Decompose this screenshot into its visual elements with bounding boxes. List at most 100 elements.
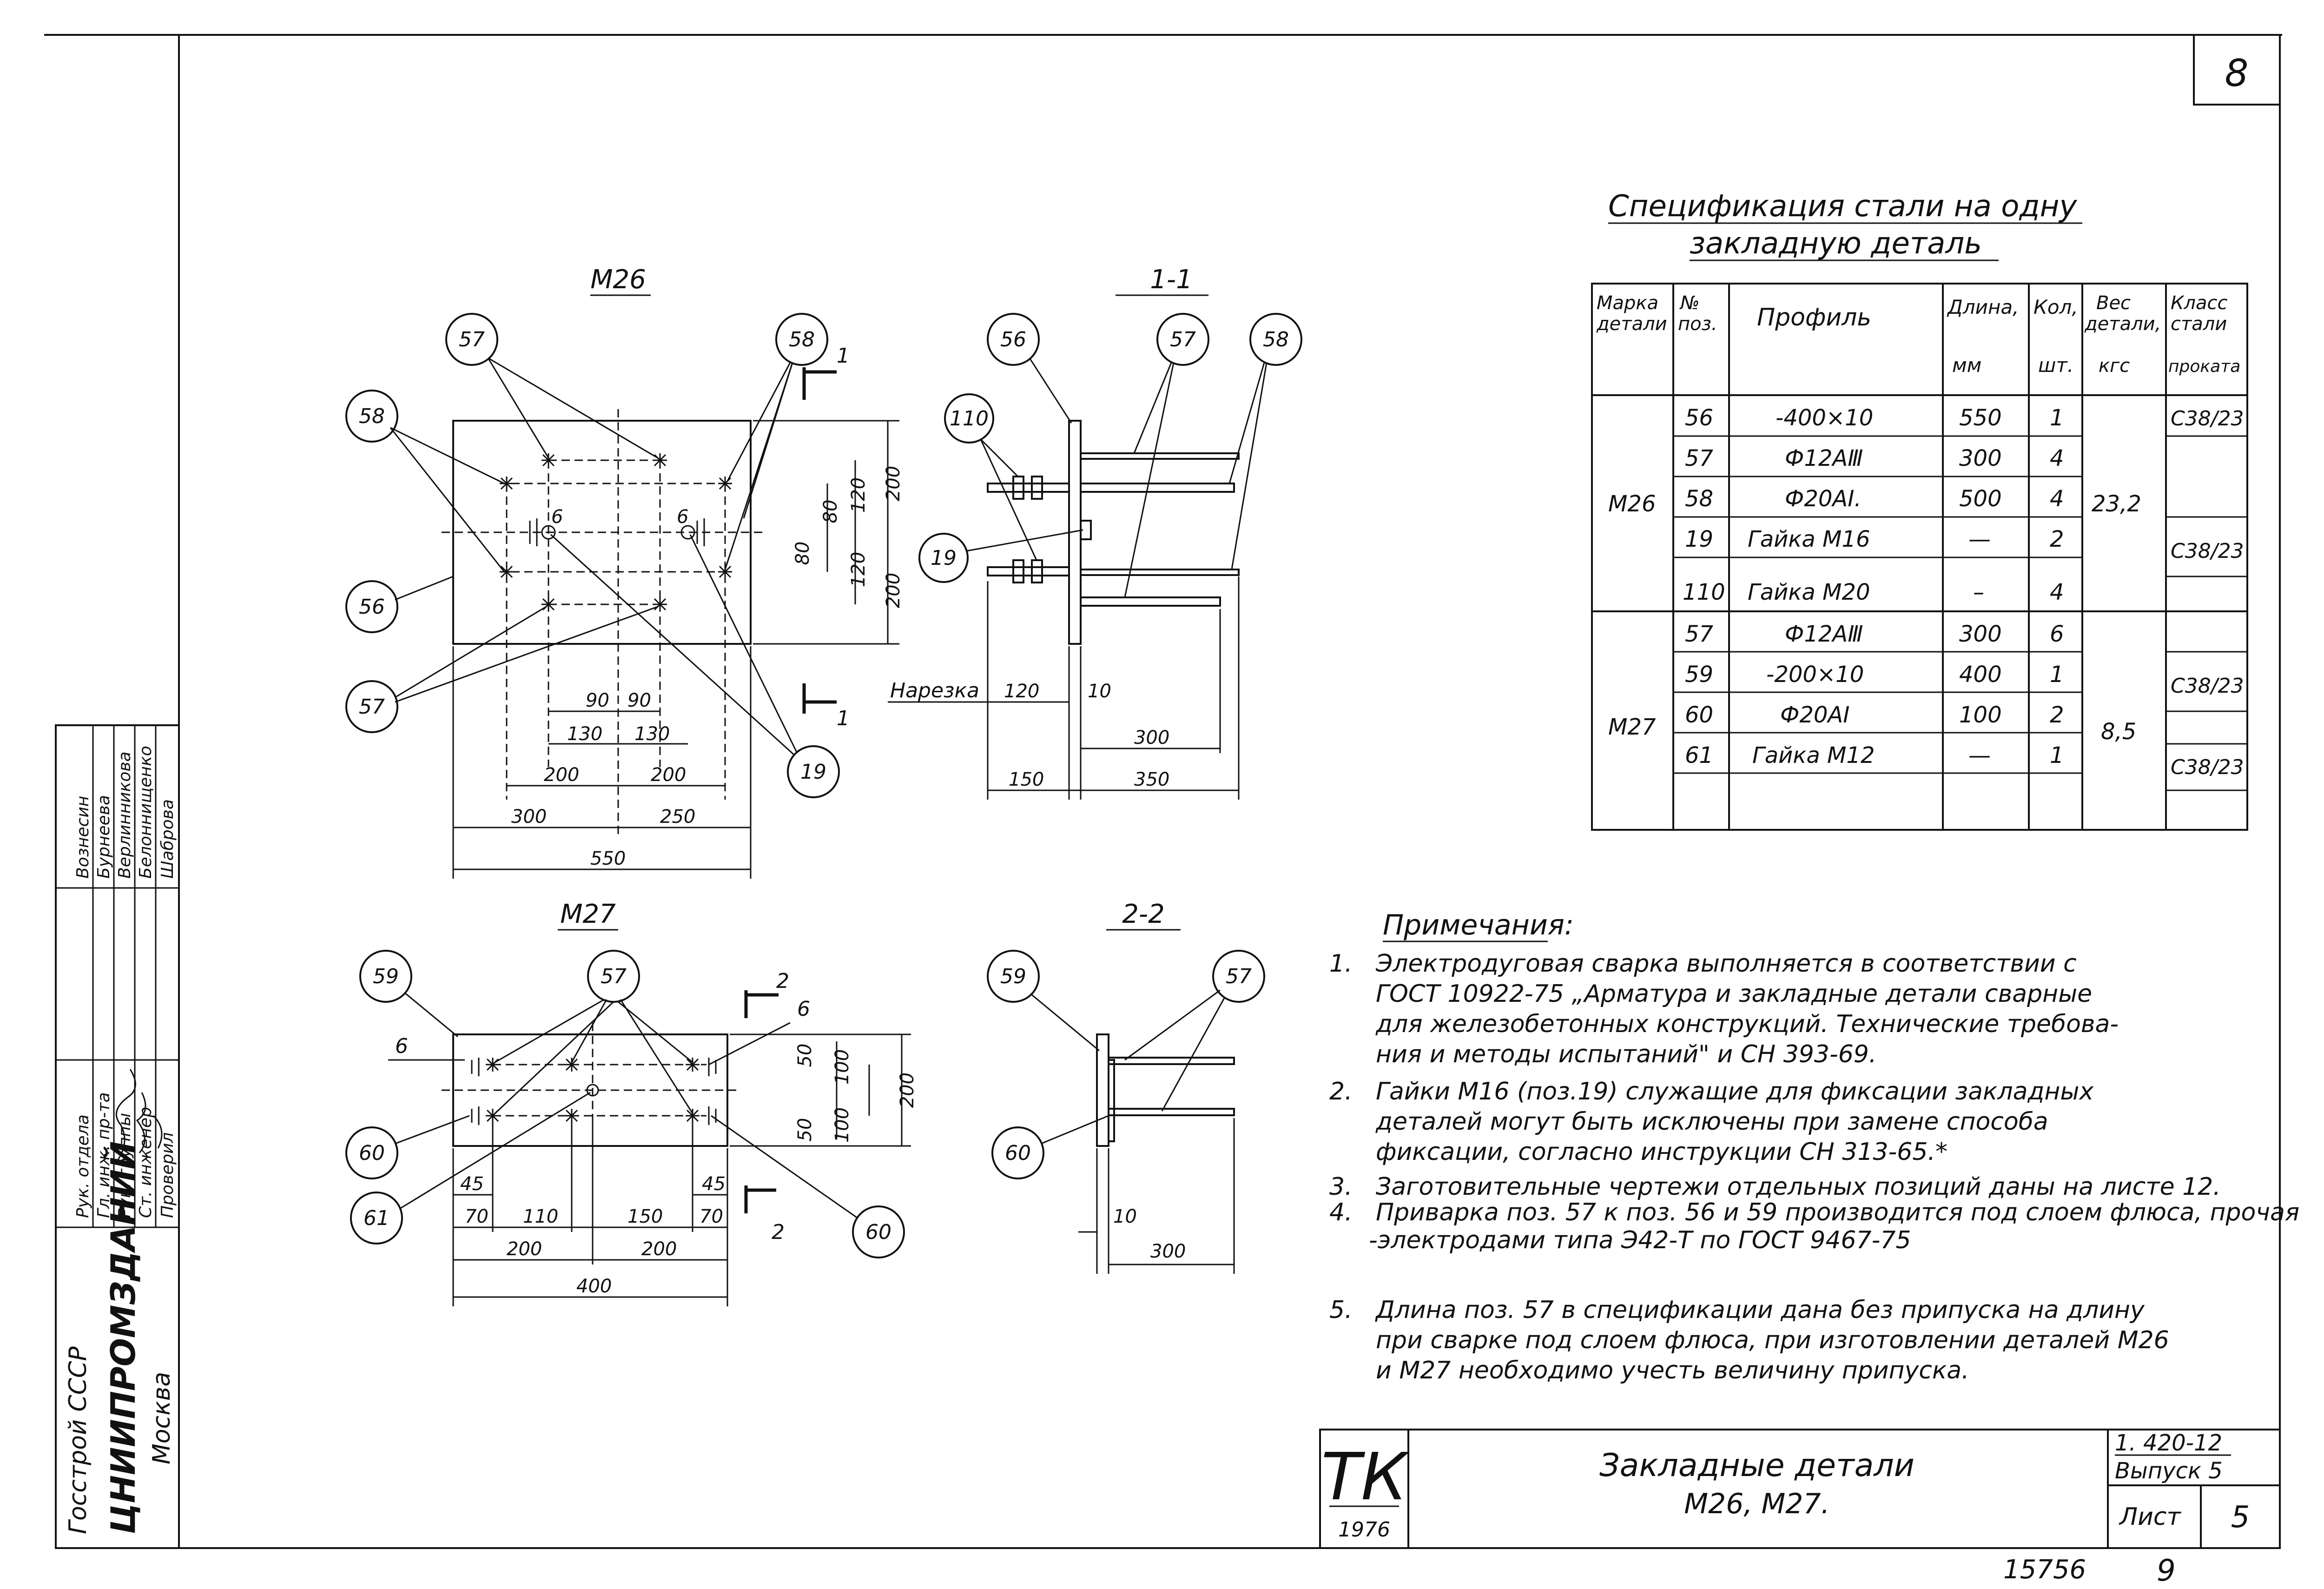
table-row-2-pos: 57	[1685, 445, 1714, 471]
table-row-7-length: 400	[1959, 662, 2002, 688]
hdr-weight-1: Вес	[2096, 292, 2131, 314]
m27-dim-400: 400	[576, 1276, 612, 1297]
m26-dim-80a: 80	[820, 500, 841, 523]
side-name-2: Бурнеева	[94, 795, 113, 879]
table-row-5-pos: 110	[1683, 579, 1725, 605]
m26-title: М26	[590, 265, 646, 295]
m26-dim-90a: 90	[586, 690, 609, 711]
note-1-line-2: ГОСТ 10922-75 „Арматура и закладные дета…	[1376, 980, 2092, 1008]
note-2-line-3: фиксации, согласно инструкции СН 313-65.…	[1376, 1138, 1948, 1166]
side-role-4: Ст. инженер	[136, 1107, 155, 1218]
table-row-4-length: —	[1968, 526, 1991, 552]
s11-callout-110: 110	[950, 407, 989, 430]
note-2-num: 2.	[1329, 1078, 1353, 1106]
mark-m27: М27	[1608, 714, 1656, 740]
m26-dim-6b: 6	[677, 506, 688, 528]
s11-callout-19: 19	[931, 546, 957, 570]
m26-callout-57a: 57	[459, 328, 485, 351]
table-row-5-length: –	[1973, 579, 1984, 605]
m27-dim-200v: 200	[897, 1073, 918, 1108]
side-name-4: Белоннищенко	[136, 746, 155, 879]
class-4: С38/23	[2171, 755, 2244, 779]
m26-dim-130b: 130	[634, 723, 670, 745]
side-role-3: Рук. группы	[115, 1113, 134, 1218]
table-row-1-length: 550	[1959, 405, 2002, 431]
m27-cut-mark-bottom: 2	[772, 1220, 785, 1244]
table-row-8-qty: 2	[2050, 702, 2064, 728]
s22-callout-59: 59	[1000, 965, 1026, 988]
note-5-line-3: и М27 необходимо учесть величину припуск…	[1376, 1357, 1969, 1384]
table-row-4-pos: 19	[1685, 526, 1713, 552]
table-row-8-length: 100	[1959, 702, 2002, 728]
side-org-3: Москва	[148, 1372, 176, 1464]
weight-m26: 23,2	[2092, 491, 2141, 517]
tb-series-2: Выпуск 5	[2115, 1458, 2223, 1484]
m26-callout-57b: 57	[359, 695, 385, 719]
hdr-mark-1: Марка	[1597, 292, 1658, 314]
m27-dim-45b: 45	[702, 1173, 726, 1195]
hdr-mark-2: детали	[1596, 313, 1667, 335]
view-m26: М26 6 6 57 58 58 56	[345, 265, 904, 879]
m26-callout-19: 19	[800, 760, 826, 784]
tb-logo: ТК	[1321, 1439, 1410, 1515]
side-stamp: Рук. отдела Гл. инж. пр-та Рук. группы С…	[55, 724, 180, 1549]
table-row-3-length: 500	[1959, 486, 2002, 512]
note-3-line-1: Заготовительные чертежи отдельных позици…	[1376, 1173, 2221, 1201]
table-row-5-qty: 4	[2050, 579, 2064, 605]
note-5-line-2: при сварке под слоем флюса, при изготовл…	[1376, 1326, 2169, 1354]
m26-dim-130a: 130	[567, 723, 602, 745]
table-row-6-profile: Ф12АⅢ	[1785, 621, 1863, 647]
s11-dim-150: 150	[1009, 769, 1044, 790]
m26-dim-300: 300	[511, 806, 547, 828]
note-3-num: 3.	[1329, 1173, 1353, 1201]
side-role-5: Проверил	[158, 1132, 177, 1218]
m27-dim-110: 110	[523, 1206, 558, 1227]
m27-dim-70a: 70	[465, 1206, 489, 1227]
s11-thread-label: Нарезка	[890, 679, 979, 702]
spec-rows: 56 -400×10 550 1 57 Ф12АⅢ 300 4 58 Ф20АI…	[1683, 405, 2064, 768]
class-2: С38/23	[2171, 539, 2244, 563]
note-2-line-1: Гайки М16 (поз.19) служащие для фиксации…	[1376, 1078, 2094, 1106]
note-1-line-3: для железобетонных конструкций. Техничес…	[1375, 1010, 2119, 1038]
m27-plate	[452, 1033, 728, 1147]
side-name-1: Вознесин	[73, 796, 92, 879]
hdr-length-1: Длина,	[1947, 296, 2019, 318]
s11-dim-120: 120	[1004, 681, 1039, 702]
notes: Примечания: 1. Электродуговая сварка вып…	[1329, 909, 2299, 1384]
m27-callout-57: 57	[601, 965, 627, 988]
note-4-line-1: Приварка поз. 57 к поз. 56 и 59 производ…	[1376, 1198, 2299, 1226]
mark-m26: М26	[1608, 491, 1656, 517]
view-m27: М27 59 57 60 61 60 6 6	[345, 899, 918, 1306]
table-row-5-profile: Гайка М20	[1748, 579, 1870, 605]
hdr-weight-3: кгс	[2099, 355, 2130, 377]
m26-plate	[452, 420, 752, 645]
m26-callout-58a: 58	[789, 328, 815, 351]
note-4-line-2: -электродами типа Э42-Т по ГОСТ 9467-75	[1369, 1226, 1911, 1254]
tb-year: 1976	[1338, 1518, 1390, 1542]
m26-dim-200d: 200	[651, 764, 686, 786]
hdr-pos-1: №	[1679, 292, 1700, 314]
m27-dim-150: 150	[627, 1206, 663, 1227]
m27-title: М27	[560, 899, 616, 929]
view-section-2-2: 2-2 59 57 60 10 300	[987, 899, 1265, 1274]
m27-dim-6b: 6	[797, 997, 810, 1021]
m27-dim-200b: 200	[641, 1238, 677, 1260]
table-row-9-pos: 61	[1685, 742, 1713, 768]
table-row-4-qty: 2	[2050, 526, 2064, 552]
table-row-2-profile: Ф12АⅢ	[1785, 445, 1863, 471]
s11-callout-56: 56	[1000, 328, 1026, 351]
m26-dim-90b: 90	[627, 690, 651, 711]
m26-dim-6a: 6	[551, 506, 563, 528]
hdr-weight-2: детали,	[2084, 313, 2161, 335]
side-org-1: Госстрой СССР	[64, 1346, 92, 1534]
m26-cut-mark-bottom: 1	[837, 707, 850, 730]
m26-dim-120a: 120	[848, 477, 869, 513]
note-1-num: 1.	[1329, 950, 1353, 978]
s22-dim-300: 300	[1150, 1241, 1186, 1262]
s22-callout-60: 60	[1005, 1141, 1031, 1165]
m27-callout-60a: 60	[359, 1141, 385, 1165]
s11-callout-58: 58	[1263, 328, 1289, 351]
hdr-class-3: проката	[2168, 357, 2240, 376]
tb-sheet-no: 5	[2231, 1500, 2250, 1535]
